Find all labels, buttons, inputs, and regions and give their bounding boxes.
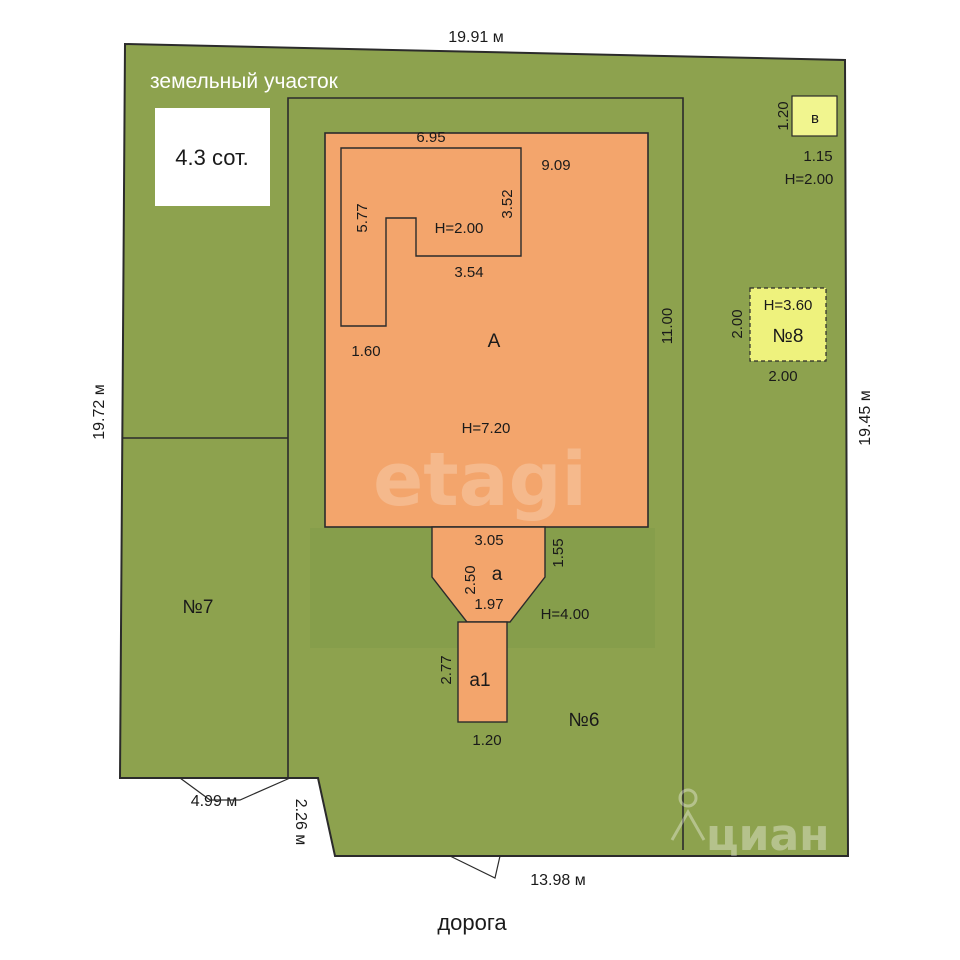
annex-a1-label: а1 — [469, 670, 490, 691]
building-8-label: №8 — [773, 326, 804, 347]
house-a-width: 9.09 — [541, 157, 570, 174]
house-a-depth: 11.00 — [659, 308, 676, 344]
plot-6-label: №6 — [569, 710, 600, 731]
area-box — [155, 108, 270, 206]
cian-logo-icon — [670, 788, 706, 841]
annex-a-side: 1.55 — [550, 538, 567, 567]
building-8 — [749, 287, 827, 362]
annex-a-top: 3.05 — [474, 532, 503, 549]
annex-a-height: Н=4.00 — [541, 606, 590, 623]
dim-bottom-left: 4.99 м — [191, 793, 238, 810]
dim-corner: 2.26 м — [292, 799, 309, 846]
house-a-inner-height: Н=2.00 — [435, 220, 484, 237]
house-a-inner-outline — [340, 147, 522, 327]
notch-left — [179, 777, 291, 801]
dim-right: 19.45 м — [857, 390, 874, 445]
annex-a — [431, 526, 546, 623]
shed-v-side: 1.20 — [775, 101, 792, 130]
shed-v-width: 1.15 — [803, 148, 832, 165]
house-a-inner-leg: 1.60 — [351, 343, 380, 360]
house-a — [324, 132, 649, 528]
watermark-cian: циан — [706, 810, 830, 861]
watermark-etagi: etagi — [373, 437, 587, 523]
dim-top: 19.91 м — [448, 29, 503, 46]
plot-title: земельный участок — [150, 70, 339, 93]
dim-bottom: 13.98 м — [530, 872, 585, 889]
notch-bottom — [449, 855, 501, 879]
dim-left: 19.72 м — [91, 384, 108, 439]
house-a-inner-top: 6.95 — [416, 129, 445, 146]
annex-a-depth: 2.50 — [462, 565, 479, 594]
annex-a-bottom: 1.97 — [474, 596, 503, 613]
house-a-inner-bottom: 3.54 — [454, 264, 483, 281]
plot-7-label: №7 — [183, 597, 214, 618]
house-a-height: Н=7.20 — [462, 420, 511, 437]
annex-a1-depth: 2.77 — [438, 655, 455, 684]
building-8-height: Н=3.60 — [764, 297, 813, 314]
annex-a1 — [457, 621, 508, 723]
shed-v-label: в — [811, 110, 819, 127]
building-8-width: 2.00 — [768, 368, 797, 385]
house-a-inner-right: 3.52 — [499, 189, 516, 218]
shed-v-height: Н=2.00 — [785, 171, 834, 188]
annex-a1-width: 1.20 — [472, 732, 501, 749]
annex-a-label: а — [492, 564, 503, 585]
house-a-inner-left: 5.77 — [354, 203, 371, 232]
area-label: 4.3 сот. — [175, 145, 248, 170]
road-label: дорога — [437, 910, 507, 935]
plot-6-boundary — [287, 97, 684, 850]
building-8-side: 2.00 — [729, 309, 746, 338]
shed-v — [791, 95, 838, 137]
house-a-label: А — [488, 331, 501, 352]
